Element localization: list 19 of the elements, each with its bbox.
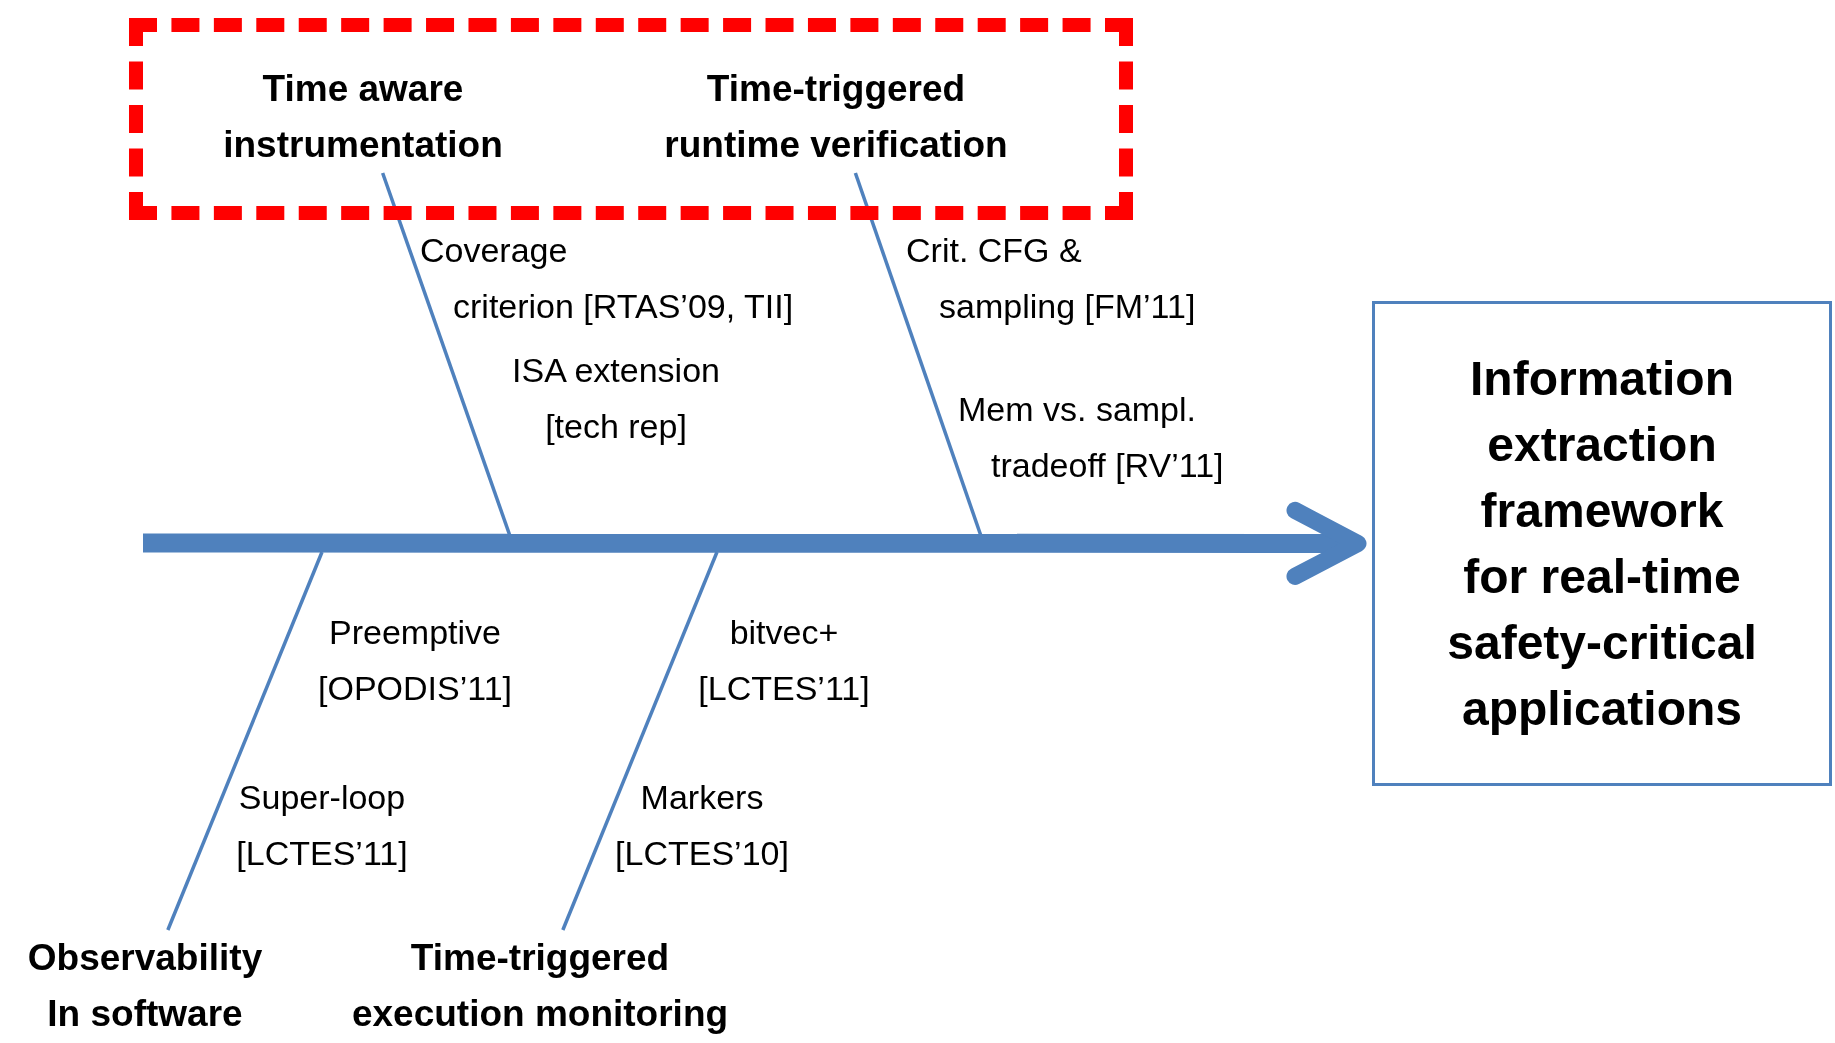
bone-line: [166, 551, 324, 931]
arrow: [143, 501, 1367, 585]
cause-label: Preemptive [OPODIS’11]: [317, 612, 513, 709]
cause-label: Mem vs. sampl. tradeoff [RV’11]: [958, 389, 1225, 486]
category-label: Time-triggered runtime verification: [606, 61, 1066, 173]
bone-line: [381, 172, 512, 537]
category-label: Time aware instrumentation: [133, 61, 593, 173]
cause-label: Markers [LCTES’10]: [614, 777, 790, 874]
cause-label: Super-loop [LCTES’11]: [235, 777, 409, 874]
cause-label: bitvec+ [LCTES’11]: [697, 612, 871, 709]
bone-line: [853, 172, 983, 537]
category-label: Time-triggered execution monitoring: [320, 930, 760, 1042]
bone-line: [561, 551, 719, 931]
goal-box: Information extraction framework for real-time safety-critical applications: [1372, 301, 1832, 786]
cause-label: ISA extension [tech rep]: [511, 350, 721, 447]
dashed-group-frame: [129, 18, 1133, 220]
category-label: Observability In software: [0, 930, 290, 1042]
cause-label: Crit. CFG & sampling [FM’11]: [906, 230, 1197, 327]
cause-label: Coverage criterion [RTAS’09, TII]: [420, 230, 795, 327]
